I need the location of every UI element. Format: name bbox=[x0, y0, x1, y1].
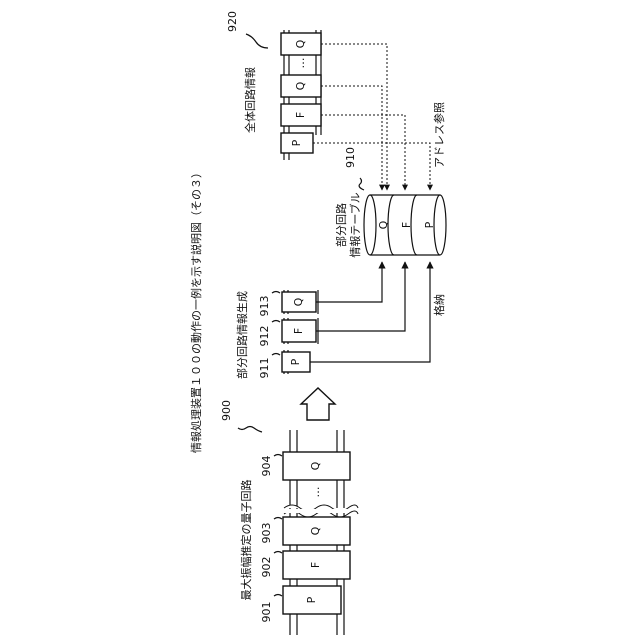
whole-ref-squiggle bbox=[246, 34, 268, 48]
figure-caption: 情報処理装置１００の動作の一例を示す説明図（その３） bbox=[189, 167, 203, 453]
gate-904-num: 904 bbox=[260, 456, 273, 477]
gate-902-squiggle bbox=[274, 552, 282, 554]
partial-gate-912-label: F bbox=[292, 328, 305, 334]
table-cell-p: P bbox=[423, 221, 436, 228]
gate-903-squiggle bbox=[274, 518, 282, 520]
partial-911-squiggle bbox=[272, 354, 280, 356]
transform-arrow-icon bbox=[301, 388, 335, 420]
whole-ref: 920 bbox=[226, 11, 239, 32]
partial-912-squiggle bbox=[272, 321, 280, 323]
circuit-break-gap bbox=[283, 509, 349, 513]
whole-gate-f-label: F bbox=[294, 112, 307, 118]
partial-gate-912-num: 912 bbox=[258, 326, 271, 347]
partial-gate-911-label: P bbox=[289, 358, 302, 365]
whole-gate-p-label: P bbox=[290, 139, 303, 146]
partial-gate-911-num: 911 bbox=[258, 358, 271, 379]
partial-gate-913-label: Q bbox=[292, 297, 305, 306]
table-cell-q: Q bbox=[377, 220, 390, 229]
store-arrow-p bbox=[310, 262, 430, 362]
table-ref-squiggle bbox=[359, 178, 364, 190]
info-table-910: 910 部分回路 情報テーブル Q F P bbox=[334, 147, 446, 258]
partial-circuits: 部分回路情報生成 P 911 F 912 Q 913 格納 bbox=[235, 262, 446, 379]
gate-904-squiggle bbox=[274, 455, 282, 457]
gate-901-num: 901 bbox=[260, 602, 273, 623]
store-label: 格納 bbox=[432, 294, 446, 316]
gate-904-label: Q bbox=[309, 461, 322, 470]
partial-title: 部分回路情報生成 bbox=[235, 291, 249, 379]
store-arrow-q bbox=[316, 262, 382, 302]
whole-gate-q1-label: Q bbox=[294, 81, 307, 90]
gate-902-label: F bbox=[309, 562, 322, 568]
gate-903-label: Q bbox=[309, 526, 322, 535]
circuit-ellipsis: … bbox=[309, 487, 322, 498]
whole-circuit-920: 920 全体回路情報 P F Q … Q アドレス参照 bbox=[226, 11, 446, 190]
table-title-1: 部分回路 bbox=[334, 203, 348, 247]
circuit-title: 最大振幅推定の量子回路 bbox=[239, 480, 253, 601]
address-ref-q1 bbox=[321, 86, 382, 190]
store-arrow-f bbox=[316, 262, 405, 331]
table-title-2: 情報テーブル bbox=[348, 192, 362, 257]
partial-gate-913-num: 913 bbox=[258, 296, 271, 317]
circuit-ref-squiggle bbox=[238, 427, 262, 433]
whole-title: 全体回路情報 bbox=[243, 67, 257, 133]
address-ref-p bbox=[313, 143, 430, 190]
partial-913-squiggle bbox=[272, 292, 280, 294]
circuit-ref: 900 bbox=[220, 400, 233, 421]
circuit-900: 900 最大振幅推定の量子回路 P 901 F 902 Q 903 … Q 90… bbox=[220, 400, 358, 635]
table-ref: 910 bbox=[344, 147, 357, 168]
whole-ellipsis: … bbox=[294, 58, 307, 69]
table-cap-left bbox=[364, 195, 376, 255]
gate-901-label: P bbox=[305, 596, 318, 603]
gate-902-num: 902 bbox=[260, 557, 273, 578]
whole-gate-q2-label: Q bbox=[294, 39, 307, 48]
gate-903-num: 903 bbox=[260, 523, 273, 544]
gate-901-squiggle bbox=[274, 595, 282, 597]
address-label: アドレス参照 bbox=[432, 102, 446, 168]
table-cell-f: F bbox=[400, 222, 413, 228]
address-ref-f bbox=[321, 115, 405, 190]
